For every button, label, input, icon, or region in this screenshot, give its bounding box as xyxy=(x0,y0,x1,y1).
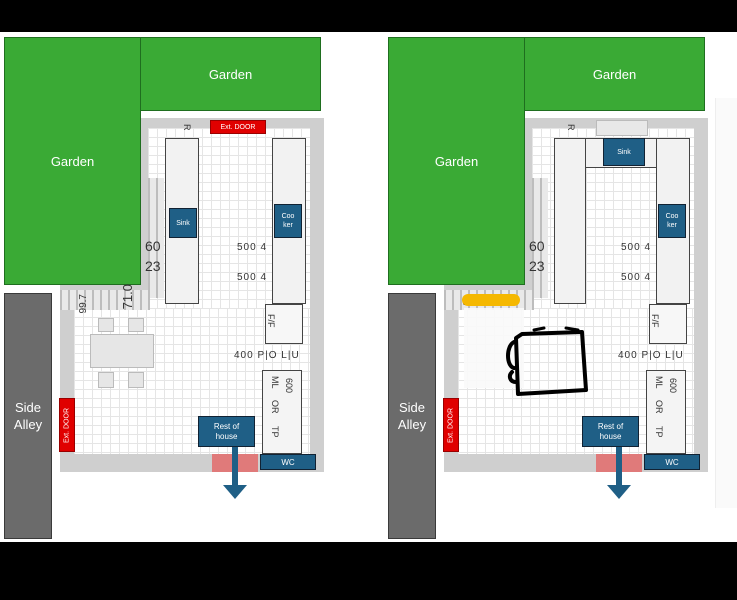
hand-drawn-box xyxy=(506,326,588,396)
step-strip xyxy=(148,178,164,298)
highlight-marker xyxy=(462,294,520,306)
erased-area xyxy=(464,308,524,388)
dim-600: 600 xyxy=(668,378,678,394)
step-strip xyxy=(532,178,548,298)
appliance-column xyxy=(646,370,686,454)
garden-main: Garden xyxy=(4,37,141,285)
dim-60: 60 xyxy=(145,238,161,254)
garden-top: Garden xyxy=(524,37,705,111)
sink-label: Sink xyxy=(169,208,197,238)
garden-main: Garden xyxy=(388,37,525,285)
dim-23: 23 xyxy=(529,258,545,274)
side-alley: Side Alley xyxy=(4,293,52,539)
sink-label: Sink xyxy=(603,138,645,166)
dim-tp: TP xyxy=(654,426,664,438)
dim-ml: ML xyxy=(654,376,664,389)
rest-of-house-label: Rest of house xyxy=(198,416,255,447)
cooker-label: Coo ker xyxy=(274,204,302,238)
wc-label: WC xyxy=(260,454,316,470)
arrow-down-icon xyxy=(223,485,247,499)
fridge-freezer xyxy=(265,304,303,344)
step-strip xyxy=(60,290,150,310)
dim-60: 60 xyxy=(529,238,545,254)
left-floor-plan: Garden Garden Side Alley Ext. DOOR R Sin… xyxy=(0,32,356,542)
dim-99-7: 99.7 xyxy=(78,294,89,314)
floor-plan-comparison: Garden Garden Side Alley Ext. DOOR R Sin… xyxy=(0,32,737,542)
external-door-top: Ext. DOOR xyxy=(210,120,266,134)
dim-71-0: 71.0 xyxy=(120,284,135,310)
dim-or: OR xyxy=(270,400,280,414)
right-floor-plan: Garden Garden Side Alley R Sink Coo ker … xyxy=(384,32,737,542)
left-counter xyxy=(554,138,586,304)
chair xyxy=(128,372,144,388)
chair xyxy=(98,372,114,388)
dim-400: 400 P|O L|U xyxy=(618,350,684,361)
page-edge xyxy=(715,98,737,508)
dim-500-b: 500 4 xyxy=(237,272,268,283)
external-door-side xyxy=(443,398,459,452)
external-door-side-label: Ext. DOOR xyxy=(447,407,455,443)
garden-top: Garden xyxy=(140,37,321,111)
dim-or: OR xyxy=(654,400,664,414)
rest-of-house-label: Rest of house xyxy=(582,416,639,447)
arrow-down-icon xyxy=(607,485,631,499)
external-door-side xyxy=(59,398,75,452)
wc-label: WC xyxy=(644,454,700,470)
dim-500-a: 500 4 xyxy=(621,242,652,253)
dim-ff: F/F xyxy=(266,314,276,328)
fridge-freezer xyxy=(649,304,687,344)
chair xyxy=(128,318,144,332)
dim-ff: F/F xyxy=(650,314,660,328)
dim-ml: ML xyxy=(270,376,280,389)
dim-r: R xyxy=(566,124,576,131)
dim-tp: TP xyxy=(270,426,280,438)
top-opening xyxy=(596,120,648,136)
cooker-label: Coo ker xyxy=(658,204,686,238)
dim-600: 600 xyxy=(284,378,294,394)
dining-table xyxy=(90,334,154,368)
appliance-column xyxy=(262,370,302,454)
dim-400: 400 P|O L|U xyxy=(234,350,300,361)
dim-500-b: 500 4 xyxy=(621,272,652,283)
dim-r: R xyxy=(182,124,192,131)
side-alley: Side Alley xyxy=(388,293,436,539)
dim-23: 23 xyxy=(145,258,161,274)
dim-500-a: 500 4 xyxy=(237,242,268,253)
arrow-shaft xyxy=(616,447,622,485)
arrow-shaft xyxy=(232,447,238,485)
external-door-side-label: Ext. DOOR xyxy=(63,407,71,443)
chair xyxy=(98,318,114,332)
